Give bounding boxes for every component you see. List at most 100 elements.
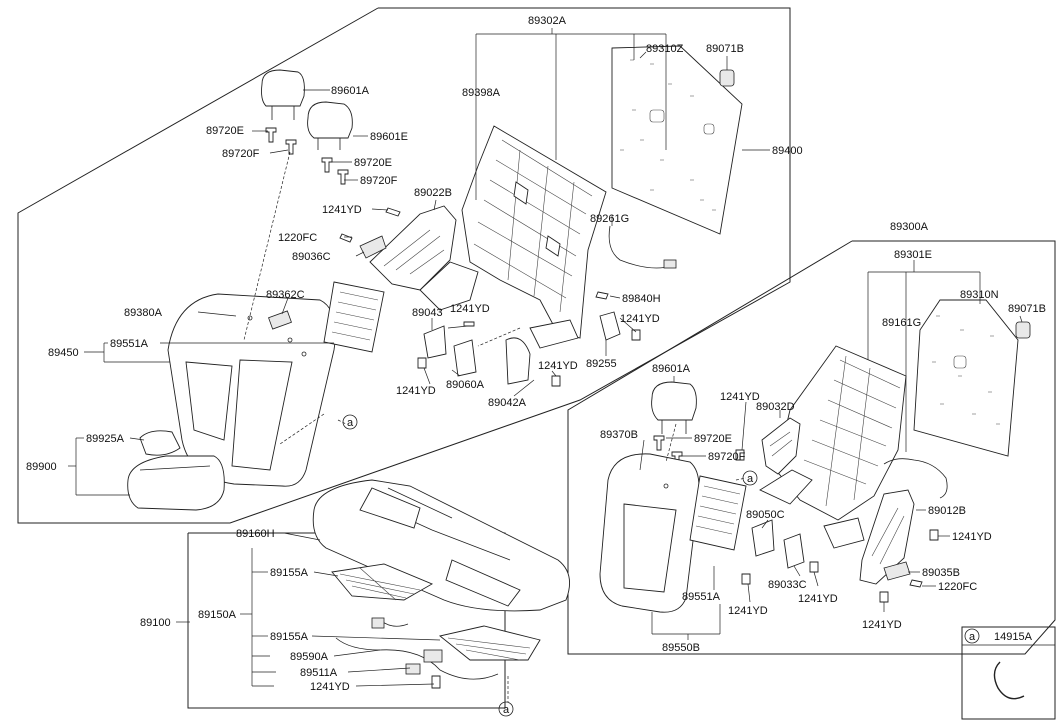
mat-89155A-2 xyxy=(438,625,541,661)
bracket-89036C xyxy=(359,235,387,259)
label-89720F-top2: 89720F xyxy=(360,175,398,187)
bolt-1241YD-d xyxy=(551,375,561,387)
label-89160H: 89160H xyxy=(236,528,275,540)
circle-a-marker-2 xyxy=(498,701,514,717)
label-89720F-top1: 89720F xyxy=(222,148,260,160)
bolt-1241YD-a xyxy=(385,207,401,217)
circle-a-marker-3 xyxy=(742,470,758,486)
label-89071B-top: 89071B xyxy=(706,43,744,55)
guide-89720E-right xyxy=(653,435,665,451)
legend-box xyxy=(961,626,1056,720)
wire-89161G xyxy=(883,458,948,499)
label-89551A-right: 89551A xyxy=(682,591,721,603)
label-89161G: 89161G xyxy=(882,317,921,329)
label-1220FC-b: 1220FC xyxy=(938,581,977,593)
seatback-cover-right xyxy=(599,453,700,613)
foam-89551A-left xyxy=(323,281,385,353)
label-89050C: 89050C xyxy=(746,509,785,521)
headrest-89601A-top xyxy=(261,69,305,120)
bolt-1241YD-j xyxy=(879,591,889,603)
clip-89071B-right-shape xyxy=(1015,321,1031,339)
label-89301E: 89301E xyxy=(894,249,932,261)
label-89720F-right: 89720F xyxy=(708,451,746,463)
bolt-1241YD-i xyxy=(809,561,819,573)
label-89398A: 89398A xyxy=(462,87,501,99)
hinge-89060A xyxy=(453,339,477,377)
bolt-1241YD-e xyxy=(631,329,641,341)
bolt-1241YD-f xyxy=(431,675,441,689)
label-89551A-left: 89551A xyxy=(110,338,149,350)
pad-89362C xyxy=(268,310,292,330)
label-89155A-2: 89155A xyxy=(270,631,309,643)
label-89400: 89400 xyxy=(772,145,803,157)
label-89370B: 89370B xyxy=(600,429,638,441)
bolt-1241YD-b xyxy=(463,321,475,327)
label-89255: 89255 xyxy=(586,358,617,370)
label-89261G: 89261G xyxy=(590,213,629,225)
connector-89261G xyxy=(663,259,677,269)
label-1241YD-f: 1241YD xyxy=(310,681,350,693)
label-89036C: 89036C xyxy=(292,251,331,263)
label-89380A: 89380A xyxy=(124,307,163,319)
bolster-89032D xyxy=(761,417,801,475)
label-89590A: 89590A xyxy=(290,651,329,663)
leader-lines xyxy=(68,28,1023,687)
armrest-89900 xyxy=(127,455,225,511)
clip-89071B-top-shape xyxy=(719,69,735,87)
seat-cushion-89160H xyxy=(312,479,571,612)
label-89043: 89043 xyxy=(412,307,443,319)
label-89601E: 89601E xyxy=(370,131,408,143)
label-89925A: 89925A xyxy=(86,433,125,445)
bolt-1220FC-a xyxy=(339,233,353,243)
label-1241YD-i: 1241YD xyxy=(798,593,838,605)
foam-89551A-right xyxy=(689,475,747,551)
label-89032D: 89032D xyxy=(756,401,795,413)
wire-89261G xyxy=(608,225,673,269)
label-89601A-right: 89601A xyxy=(652,363,691,375)
label-14915A: 14915A xyxy=(994,631,1033,643)
label-89720E-top1: 89720E xyxy=(206,125,244,137)
seatback-board-left xyxy=(611,45,743,235)
label-89840H: 89840H xyxy=(622,293,661,305)
label-89302A: 89302A xyxy=(528,15,567,27)
label-89300A: 89300A xyxy=(890,221,929,233)
label-89155A-1: 89155A xyxy=(270,567,309,579)
hinge-89033C xyxy=(783,533,805,569)
legend-circle-a xyxy=(964,628,980,644)
headrest-89601E xyxy=(307,101,353,150)
headrest-89601A-right xyxy=(651,381,697,434)
bolt-1220FC-b xyxy=(909,579,923,588)
seatback-frame-left xyxy=(419,125,607,349)
label-89310Z: 89310Z xyxy=(646,43,684,55)
label-89071B-right: 89071B xyxy=(1008,303,1046,315)
label-89310N: 89310N xyxy=(960,289,999,301)
label-1220FC-a: 1220FC xyxy=(278,232,317,244)
circle-a-marker-1 xyxy=(342,414,358,430)
guides-top xyxy=(265,127,349,185)
hinge-89050C xyxy=(751,519,775,557)
label-1241YD-g: 1241YD xyxy=(720,391,760,403)
bolt-1241YD-h xyxy=(929,529,939,541)
label-89550B: 89550B xyxy=(662,642,700,654)
label-1241YD-e: 1241YD xyxy=(620,313,660,325)
label-circle-a2: a xyxy=(503,704,510,716)
label-89720E-right: 89720E xyxy=(694,433,732,445)
label-89022B: 89022B xyxy=(414,187,452,199)
bolster-89012B xyxy=(859,489,915,585)
label-89511A: 89511A xyxy=(300,667,338,679)
bolt-1241YD-c xyxy=(417,357,427,369)
right-section-outline xyxy=(567,240,1056,655)
label-89060A: 89060A xyxy=(446,379,485,391)
label-1241YD-j: 1241YD xyxy=(862,619,902,631)
label-89450: 89450 xyxy=(48,347,79,359)
label-89601A-top: 89601A xyxy=(331,85,370,97)
bolt-1241YD-k xyxy=(741,573,751,585)
label-1241YD-c: 1241YD xyxy=(396,385,436,397)
label-89033C: 89033C xyxy=(768,579,807,591)
upper-left-section-outline xyxy=(17,7,791,524)
hook-14915A xyxy=(993,661,1025,700)
label-89042A: 89042A xyxy=(488,397,527,409)
label-circle-a3: a xyxy=(747,473,754,485)
